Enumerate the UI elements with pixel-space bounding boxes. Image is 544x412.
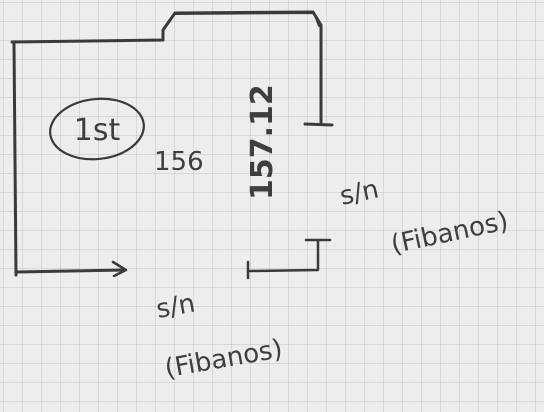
room-number: 156 [154,147,204,177]
bottom-wall-left [14,268,127,274]
right-note: s/n (Fibanos) [337,174,511,260]
bottom-note-label: s/n [154,289,197,325]
room-tag: 157.12 [245,84,280,200]
arrow-head-icon [111,260,128,278]
room-outline [10,10,334,280]
floor-badge: 1st [49,97,145,161]
left-wall [12,42,18,277]
bottom-wall-right [248,238,320,273]
top-wall-shading [174,12,320,27]
bottom-note-sublabel: (Fibanos) [162,334,284,384]
right-note-sublabel: (Fibanos) [388,206,511,260]
bottom-note: s/n (Fibanos) [154,289,285,385]
floor-label: 1st [74,113,121,148]
right-note-label: s/n [337,174,381,211]
right-wall-end-tick [303,122,334,127]
floor-badge-oval [49,97,145,161]
